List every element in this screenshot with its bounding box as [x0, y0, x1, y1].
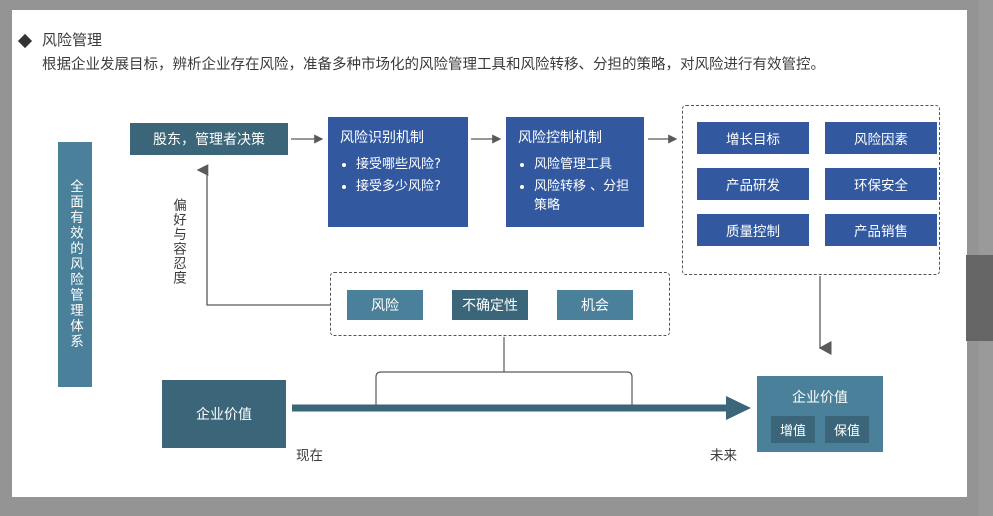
risk-control-title: 风险控制机制	[518, 130, 602, 146]
timeline-label-future: 未来	[710, 448, 737, 464]
objectives-grid: 增长目标 风险因素 产品研发 环保安全 质量控制 产品销售	[697, 122, 937, 246]
risk-uncertainty-opportunity-group: 风险 不确定性 机会	[330, 272, 670, 336]
ruo-chip-risk[interactable]: 风险	[347, 290, 423, 320]
scrollbar-thumb[interactable]	[966, 255, 993, 341]
objective-chip[interactable]: 产品研发	[697, 168, 809, 200]
objective-chip[interactable]: 风险因素	[825, 122, 937, 154]
timeline-label-now: 现在	[296, 448, 323, 464]
list-item: 风险管理工具	[534, 155, 632, 174]
ruo-chip-uncertainty[interactable]: 不确定性	[452, 290, 528, 320]
objectives-group: 增长目标 风险因素 产品研发 环保安全 质量控制 产品销售	[682, 105, 940, 275]
risk-identification-title: 风险识别机制	[340, 130, 424, 146]
risk-identification-box[interactable]: 风险识别机制 接受哪些风险? 接受多少风险?	[328, 117, 468, 227]
objective-chip[interactable]: 产品销售	[825, 214, 937, 246]
ruo-row: 风险 不确定性 机会	[347, 290, 633, 320]
risk-control-list: 风险管理工具 风险转移 、分担策略	[518, 155, 632, 215]
decision-box[interactable]: 股东，管理者决策	[130, 123, 288, 155]
sidebar-label: 全面有效的风险管理体系	[67, 179, 83, 350]
enterprise-value-now-box[interactable]: 企业价值	[162, 380, 286, 448]
page-description: 根据企业发展目标，辨析企业存在风险，准备多种市场化的风险管理工具和风险转移、分担…	[42, 57, 825, 73]
decision-box-label: 股东，管理者决策	[153, 132, 265, 148]
value-chip-preservation[interactable]: 保值	[825, 416, 870, 443]
sidebar-vertical-banner: 全面有效的风险管理体系	[58, 142, 92, 387]
page-title: 风险管理	[42, 31, 103, 49]
risk-identification-list: 接受哪些风险? 接受多少风险?	[340, 155, 456, 196]
ruo-chip-opportunity[interactable]: 机会	[557, 290, 633, 320]
objective-chip[interactable]: 环保安全	[825, 168, 937, 200]
enterprise-value-now-label: 企业价值	[196, 407, 252, 423]
list-item: 接受多少风险?	[356, 177, 456, 196]
diamond-bullet-icon	[17, 33, 33, 49]
value-chip-appreciation[interactable]: 增值	[770, 416, 815, 443]
list-item: 接受哪些风险?	[356, 155, 456, 174]
header: 风险管理 根据企业发展目标，辨析企业存在风险，准备多种市场化的风险管理工具和风险…	[17, 30, 940, 76]
objective-chip[interactable]: 质量控制	[697, 214, 809, 246]
list-item: 风险转移 、分担策略	[534, 177, 632, 215]
objective-chip[interactable]: 增长目标	[697, 122, 809, 154]
preference-tolerance-label: 偏好与容忍度	[170, 198, 186, 285]
enterprise-value-future-title: 企业价值	[792, 390, 848, 406]
enterprise-value-future-box[interactable]: 企业价值 增值 保值	[757, 376, 883, 452]
enterprise-value-future-chips: 增值 保值	[770, 416, 870, 443]
risk-control-box[interactable]: 风险控制机制 风险管理工具 风险转移 、分担策略	[506, 117, 644, 227]
